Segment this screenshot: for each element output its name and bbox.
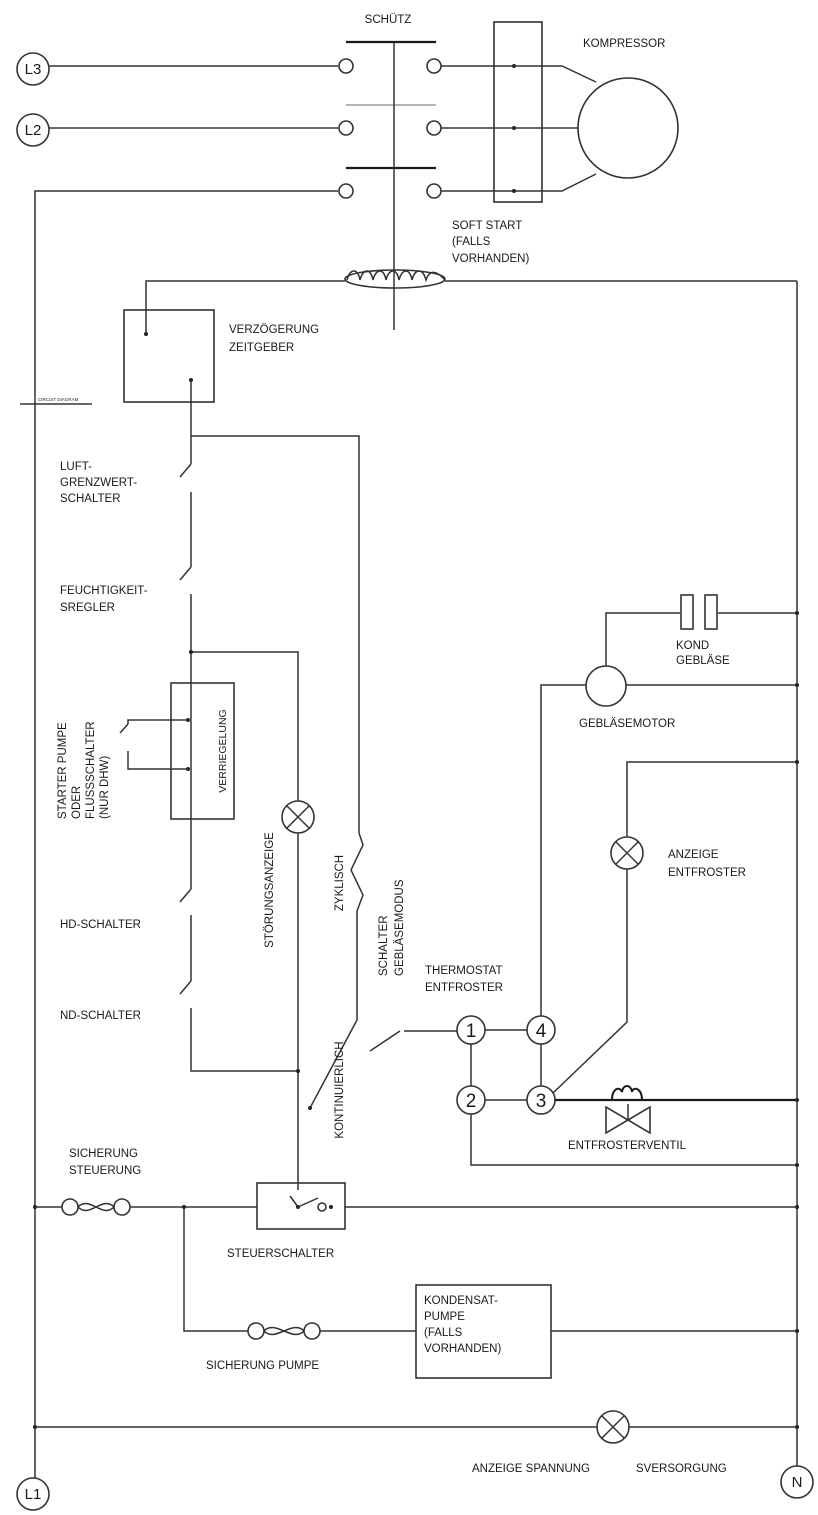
control-fuse: [61, 1198, 131, 1216]
wire-fault-indicator: [191, 651, 299, 801]
svg-text:GEBLÄSEMODUS: GEBLÄSEMODUS: [394, 879, 406, 976]
wire-terminal-2: [470, 1114, 797, 1166]
control-switch-label: STEUERSCHALTER: [227, 1248, 334, 1260]
svg-text:(NUR DHW): (NUR DHW): [99, 756, 111, 819]
compressor-label: KOMPRESSOR: [583, 38, 665, 50]
terminal-l2: L2: [16, 113, 50, 147]
svg-text:N: N: [792, 1474, 803, 1491]
supply-indicator-label-left: ANZEIGE SPANNUNG: [472, 1463, 590, 1475]
fan-mode-switch-blade: [369, 1030, 401, 1052]
cyclic-label: ZYKLISCH: [334, 855, 346, 911]
terminal-n: N: [780, 1465, 814, 1499]
control-fuse-label: SICHERUNG STEUERUNG: [69, 1148, 141, 1177]
defrost-indicator-lamp: [610, 836, 644, 870]
thermostat-terminal-1: 1: [456, 1015, 486, 1045]
fan-capacitor-label: KOND GEBLÄSE: [676, 640, 730, 667]
pump-starter-contact: [127, 719, 188, 724]
svg-text:L3: L3: [25, 61, 42, 78]
svg-text:SCHALTER: SCHALTER: [378, 916, 390, 977]
hp-switch-label: HD-SCHALTER: [60, 919, 141, 931]
humidity-controller-switch: [179, 566, 192, 581]
thermostat-terminal-4: 4: [526, 1015, 556, 1045]
lp-switch: [179, 980, 192, 995]
svg-text:L1: L1: [25, 1486, 42, 1503]
svg-text:3: 3: [536, 1091, 547, 1112]
svg-text:STARTER PUMPE: STARTER PUMPE: [57, 722, 69, 819]
wire-capacitor: [605, 612, 680, 670]
defrost-valve-label: ENTFROSTERVENTIL: [568, 1140, 687, 1152]
pump-starter-label-group: STARTER PUMPE ODER FLUSSSCHALTER (NUR DH…: [57, 721, 111, 819]
thermostat-terminal-3: 3: [526, 1085, 556, 1115]
defrost-indicator-label: ANZEIGE ENTFROSTER: [668, 849, 746, 879]
contactor: [338, 40, 442, 330]
wire-defrost-indicator: [552, 869, 628, 1094]
svg-text:1: 1: [466, 1021, 477, 1042]
delay-timer: [123, 309, 215, 403]
fan-motor: [585, 665, 627, 707]
control-switch: [256, 1106, 346, 1230]
wire-fan-motor: [540, 684, 586, 1016]
contactor-label: SCHÜTZ: [365, 14, 412, 26]
soft-start-box: [493, 21, 543, 203]
circuit-diagram-caption: CIRCUIT DIAGRAM: [38, 397, 79, 402]
fan-mode-switch-label: SCHALTER GEBLÄSEMODUS: [378, 879, 406, 976]
air-limit-switch-label: LUFT- GRENZWERT- SCHALTER: [60, 461, 140, 505]
defrost-thermostat-label: THERMOSTAT ENTFROSTER: [425, 965, 506, 994]
air-limit-switch: [179, 463, 192, 478]
svg-text:L2: L2: [25, 122, 42, 139]
fault-indicator-lamp: [281, 800, 315, 834]
terminal-l3: L3: [16, 52, 50, 86]
wire-coil-timer: [145, 280, 345, 334]
fan-motor-label: GEBLÄSEMOTOR: [579, 718, 675, 730]
svg-text:2: 2: [466, 1091, 477, 1112]
svg-text:ODER: ODER: [71, 786, 83, 819]
wire-fan-mode-feed: [191, 435, 364, 1109]
soft-start-label: SOFT START (FALLS VORHANDEN): [452, 220, 529, 265]
defrost-valve: [605, 1085, 651, 1135]
humidity-controller-label: FEUCHTIGKEIT- SREGLER: [60, 585, 151, 614]
thermostat-terminal-2: 2: [456, 1085, 486, 1115]
wire-pump-fuse-in: [183, 1207, 248, 1332]
fan-capacitor: [680, 594, 718, 630]
svg-text:FLUSSSCHALTER: FLUSSSCHALTER: [85, 721, 97, 819]
pump-fuse: [247, 1322, 321, 1340]
continuous-label: KONTINUIERLICH: [334, 1041, 346, 1138]
supply-indicator-label-right: SVERSORGUNG: [636, 1463, 727, 1475]
fault-indicator-label: STÖRUNGSANZEIGE: [264, 832, 276, 948]
wire-l1-bus: [34, 190, 338, 1450]
lp-switch-label: ND-SCHALTER: [60, 1010, 141, 1022]
compressor: [577, 77, 679, 179]
supply-indicator-lamp: [596, 1410, 630, 1444]
hp-switch: [179, 888, 192, 903]
pump-fuse-label: SICHERUNG PUMPE: [206, 1360, 319, 1372]
delay-timer-label: VERZÖGERUNG ZEITGEBER: [229, 324, 322, 354]
svg-text:4: 4: [536, 1021, 547, 1042]
condensate-pump-label: KONDENSAT- PUMPE (FALLS VORHANDEN): [424, 1295, 501, 1355]
interlock-label: VERRIEGELUNG: [217, 709, 229, 792]
terminal-l1: L1: [16, 1477, 50, 1511]
contactor-coil: [344, 269, 446, 289]
